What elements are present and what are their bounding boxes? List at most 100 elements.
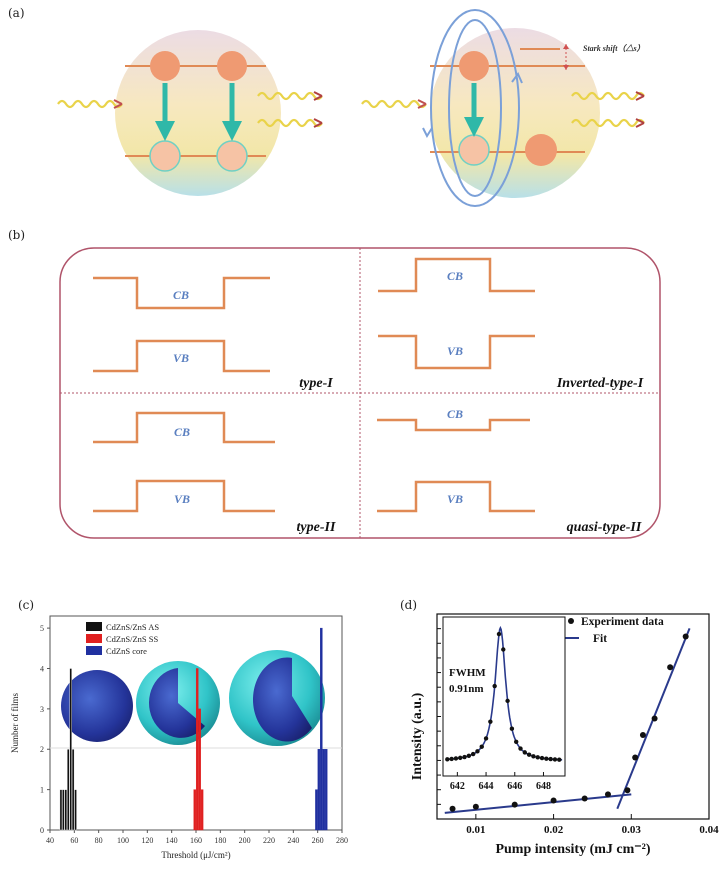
hole [149,140,181,172]
emitted-photon-arrow [635,91,645,101]
ss-core-cutaway [149,668,205,738]
field-line-inner [448,19,502,197]
cb-label: CB [447,269,463,283]
cb-label: CB [173,288,189,302]
inset-data-point [492,683,497,689]
inset-data-point [475,749,480,754]
hole [216,140,248,172]
inset-data-point [539,755,545,761]
core-particle [61,670,133,742]
inset-x-tick-label: 644 [479,781,494,792]
cb-edge [93,411,275,444]
vb-edge [378,334,535,370]
data-point [511,801,518,808]
inset-data-point [548,756,553,762]
fwhm-value: 0.91nm [449,683,484,695]
x-tick-label: 0.03 [622,824,642,836]
inset-data-point [552,757,558,762]
data-point [624,787,631,794]
x-tick-label: 120 [141,836,153,845]
x-tick-label: 200 [239,836,251,845]
legend-swatch [86,622,102,631]
data-point [667,664,674,671]
cb-label: CB [174,425,190,439]
data-point [604,791,611,798]
incident-photon-arrow [417,99,427,109]
panel-d-label: (d) [400,598,418,612]
inset-data-point [557,757,562,762]
electron [459,51,489,81]
x-tick-label: 260 [312,836,324,845]
vb-edge [93,479,275,513]
y-tick-label: 3 [40,705,44,714]
inset-x-tick-label: 648 [536,781,551,792]
histogram-bar [324,749,328,831]
histogram-bar [59,789,63,831]
x-axis-label: Threshold (μJ/cm²) [161,850,230,860]
histogram-bar [71,749,75,831]
legend-label: Experiment data [581,616,664,628]
inset-x-tick-label: 646 [507,781,522,792]
quasi-type-ii-label: quasi-type-II [567,520,642,535]
data-point [449,805,456,812]
legend-swatch [86,646,102,655]
inset-data-point [522,750,528,755]
x-tick-label: 220 [263,836,275,845]
data-point [639,731,646,738]
y-tick-label: 2 [40,745,44,754]
hole [458,134,490,166]
emitted-photon-arrow [635,118,645,128]
emitted-photon-arrow [313,91,323,101]
vb-label: VB [447,344,463,358]
panel-c-label: (c) [18,598,35,612]
emitted-photon [571,91,645,101]
histogram-bar [195,668,199,831]
y-axis-label: Intensity (a.u.) [410,692,425,780]
inset-data-point [496,631,502,637]
data-point [550,797,557,804]
legend-label: CdZnS/ZnS SS [106,634,158,644]
inset-data-point [501,647,506,652]
as-core-cutaway [252,657,312,742]
type-i-label: type-I [299,376,333,391]
y-tick-label: 1 [40,786,44,795]
inset-data-point [462,754,467,760]
type-ii-label: type-II [297,520,336,535]
fwhm-label: FWHM [449,667,486,679]
inset-data-point [479,744,484,749]
cb-edge [378,257,535,293]
inset-data-point [509,726,515,731]
cb-edge [93,276,270,310]
x-tick-label: 80 [95,836,103,845]
inset-data-point [458,755,463,761]
histogram-bar [193,789,197,831]
inset-plot-area [442,616,566,777]
y-tick-label: 4 [40,664,44,673]
emitted-photon [257,91,323,101]
legend-marker [568,618,574,624]
inset-x-tick-label: 642 [450,781,465,792]
inset-data-point [518,746,523,751]
legend-label: CdZnS core [106,646,147,656]
x-tick-label: 180 [214,836,226,845]
data-point [581,795,588,802]
x-tick-label: 140 [166,836,178,845]
histogram-bar [67,749,70,831]
data-point [472,803,479,810]
incident-photon-arrow [113,99,123,109]
emitted-photon [571,118,645,128]
incident-photon [57,99,123,109]
field-line-outer [430,9,520,207]
x-tick-label: 0.01 [466,824,485,836]
inset-data-point [535,755,540,760]
x-tick-label: 0.04 [699,824,719,836]
stark-shift-label: Stark shift（△s） [583,43,645,53]
panel-a-diagram: Stark shift（△s） [57,9,645,207]
panel-a-label: (a) [8,6,25,20]
inset-data-point [445,757,450,762]
field-arrow [511,72,523,84]
data-point [651,715,658,722]
histogram-bar [322,749,325,831]
